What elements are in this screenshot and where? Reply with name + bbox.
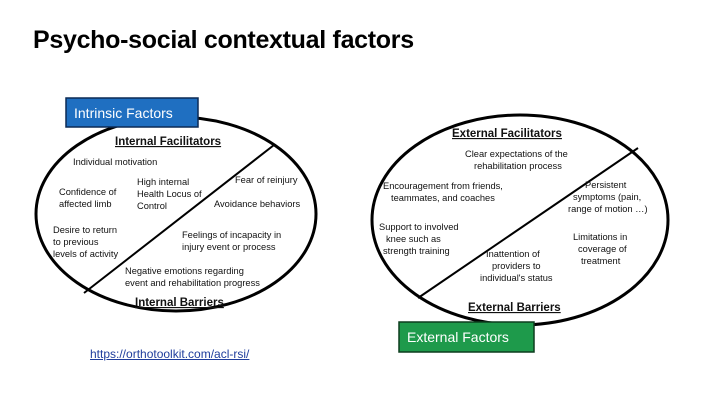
persistent-text-3: range of motion …) [568,204,648,214]
intrinsic-tag-label: Intrinsic Factors [74,105,173,121]
locus-text-3: Control [137,201,167,211]
confidence-text-1: Confidence of [59,187,117,197]
external-ellipse [370,113,670,327]
desire-text-2: to previous [53,237,99,247]
internal-barriers-heading: Internal Barriers [135,297,224,309]
intrinsic-tag-box [65,97,199,128]
external-divider [417,147,639,299]
reinjury-text: Fear of reinjury [235,175,298,185]
limits-text-2: coverage of [578,244,627,254]
encourage-text-1: Encouragement from friends, [383,181,503,191]
avoidance-text: Avoidance behaviors [214,199,300,209]
external-diagram: External Factors External Facilitators C… [370,113,670,353]
limits-text-1: Limitations in [573,232,627,242]
encourage-text-2: teammates, and coaches [391,193,495,203]
external-tag-label: External Factors [407,329,509,345]
external-tag-box [398,321,535,353]
motivation-text: Individual motivation [73,157,157,167]
desire-text-1: Desire to return [53,225,117,235]
support-text-1: Support to involved [379,222,459,232]
inattention-text-2: providers to [492,261,541,271]
persistent-text-1: Persistent [585,180,627,190]
negative-text-2: event and rehabilitation progress [125,278,260,288]
external-barriers-heading: External Barriers [468,302,561,314]
external-facilitators-heading: External Facilitators [452,128,562,140]
incapacity-text-2: injury event or process [182,242,276,252]
desire-text-3: levels of activity [53,249,118,259]
locus-text-2: Health Locus of [137,189,202,199]
persistent-text-2: symptoms (pain, [573,192,641,202]
intrinsic-diagram: Intrinsic Factors Internal Facilitators … [34,97,318,313]
inattention-text-3: individual's status [480,273,553,283]
support-text-2: knee such as [386,234,441,244]
slide-title: Psycho-social contextual factors [33,26,414,54]
limits-text-3: treatment [581,256,621,266]
expect-text-1: Clear expectations of the [465,149,568,159]
incapacity-text-1: Feelings of incapacity in [182,230,281,240]
locus-text-1: High internal [137,177,189,187]
expect-text-2: rehabilitation process [474,161,562,171]
internal-facilitators-heading: Internal Facilitators [115,136,221,148]
intrinsic-divider [83,144,275,294]
support-text-3: strength training [383,246,450,256]
confidence-text-2: affected limb [59,199,112,209]
source-link[interactable]: https://orthotoolkit.com/acl-rsi/ [90,347,250,361]
negative-text-1: Negative emotions regarding [125,266,244,276]
inattention-text-1: Inattention of [486,249,540,259]
